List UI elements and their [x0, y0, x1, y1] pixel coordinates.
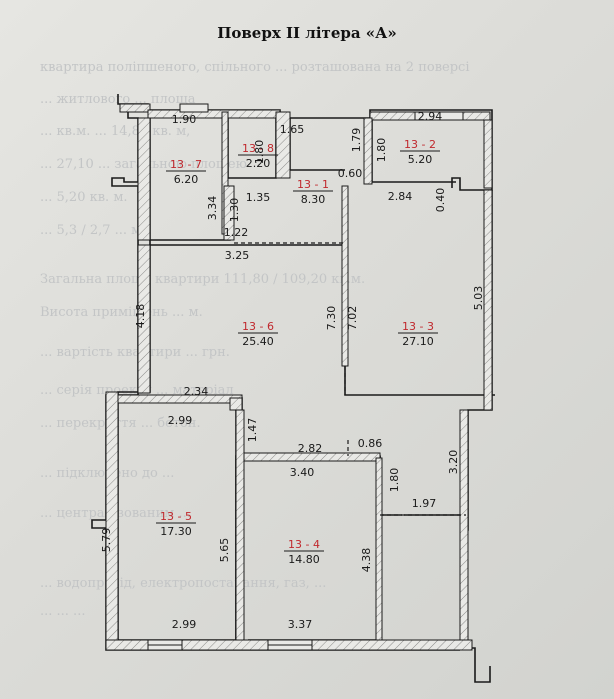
- room-id-label: 13 - 4: [288, 538, 320, 551]
- room-area-label: 27.10: [402, 335, 434, 348]
- dimension-label: 3.40: [290, 466, 315, 479]
- room-area-label: 25.40: [242, 335, 274, 348]
- dimension-label: 1.80: [253, 140, 266, 165]
- dimension-label: 1.47: [246, 418, 259, 443]
- dimension-label: 2.82: [298, 442, 323, 455]
- room-area-label: 14.80: [288, 553, 320, 566]
- room-id-label: 13 - 5: [160, 510, 192, 523]
- background-text-line: ... перекриття ... бетон.: [40, 416, 201, 431]
- dimension-label: 5.65: [218, 538, 231, 563]
- dimension-label: 1.80: [375, 138, 388, 163]
- room-id-label: 13 - 6: [242, 320, 274, 333]
- background-text-line: ... 5,20 кв. м.: [40, 190, 128, 205]
- dimension-label: 2.99: [168, 414, 193, 427]
- dimension-label: 1.65: [280, 123, 305, 136]
- dimension-label: 3.37: [288, 618, 313, 631]
- room-id-label: 13 - 3: [402, 320, 434, 333]
- room-id-label: 13 - 8: [242, 142, 274, 155]
- dimension-labels: 1.90 1.65 1.79 2.94 1.80 1.80 0.60 2.84 0.40 1.35…: [100, 110, 485, 631]
- background-text-line: ... 5,3 / 2,7 ... м: [40, 223, 142, 238]
- dimension-label: 7.30: [325, 306, 338, 331]
- dimension-label: 0.86: [358, 437, 383, 450]
- dimension-label: 2.99: [172, 618, 197, 631]
- background-text-line: ... кв.м. ... 14,80 кв. м,: [40, 124, 191, 139]
- background-text-line: Загальна площа квартири 111,80 / 109,20 …: [40, 272, 366, 287]
- dimension-label: 1.30: [228, 198, 241, 223]
- dimension-label: 1.80: [388, 468, 401, 493]
- dimension-label: 2.84: [388, 190, 413, 203]
- plan-title: Поверх ІІ літера «А»: [217, 24, 397, 42]
- room-area-label: 6.20: [174, 173, 199, 186]
- dimension-label: 5.79: [100, 528, 113, 553]
- background-text-line: ... вартість квартири ... грн.: [40, 345, 230, 360]
- room-id-label: 13 - 2: [404, 138, 436, 151]
- windows: [147, 103, 464, 651]
- wall-outline: [91, 94, 495, 683]
- dimension-label: 1.97: [412, 497, 437, 510]
- room-labels: 13 - 7 6.20 13 - 8 2.20 13 - 1 8.30 13 - 2 5.20…: [156, 138, 440, 566]
- inner-wall-hatching: [105, 103, 493, 651]
- dimension-label: 7.02: [346, 306, 359, 331]
- dimension-label: 3.25: [225, 249, 250, 262]
- room-area-label: 8.30: [301, 193, 326, 206]
- room-area-label: 17.30: [160, 525, 192, 538]
- dimension-label: 1.35: [246, 191, 271, 204]
- room-area-label: 2.20: [246, 157, 271, 170]
- dimension-label: 3.20: [447, 450, 460, 475]
- dimension-label: 2.94: [418, 110, 443, 123]
- background-text-line: ... ... ...: [40, 604, 86, 619]
- openings: [234, 242, 466, 516]
- dimension-label: 4.38: [360, 548, 373, 573]
- room-id-label: 13 - 7: [170, 158, 202, 171]
- background-text-line: квартира поліпшеного, спільного ... розт…: [40, 60, 470, 75]
- dimension-label: 0.60: [338, 167, 363, 180]
- dimension-label: 1.22: [224, 226, 249, 239]
- room-id-label: 13 - 1: [297, 178, 329, 191]
- background-text-line: ... серія проекту ... матеріал: [40, 383, 234, 398]
- dimension-label: 5.03: [472, 286, 485, 311]
- dimension-label: 2.34: [184, 385, 209, 398]
- dimension-label: 3.34: [206, 196, 219, 221]
- room-area-label: 5.20: [408, 153, 433, 166]
- dimension-label: 1.79: [350, 128, 363, 153]
- dimension-label: 4.18: [134, 304, 147, 329]
- dimension-label: 1.90: [172, 113, 197, 126]
- dimension-label: 0.40: [434, 188, 447, 213]
- background-text-line: Висота приміщень ... м.: [40, 305, 203, 320]
